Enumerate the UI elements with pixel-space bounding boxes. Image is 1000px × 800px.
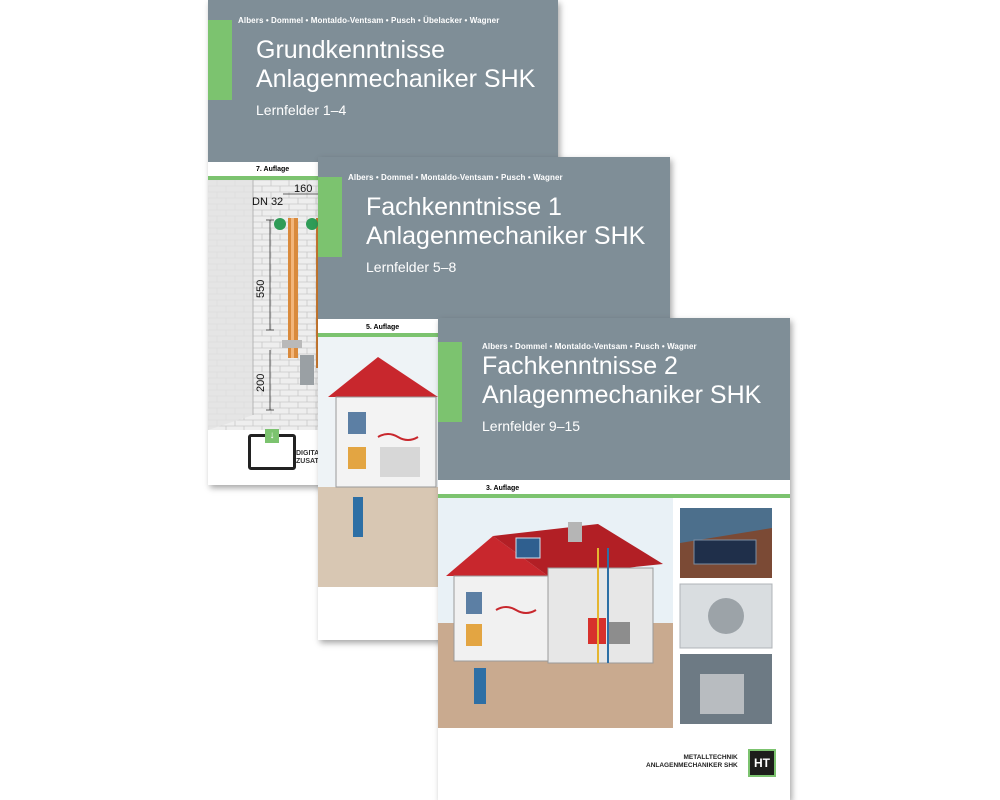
digital-label: DIGITAL ZUSATZ (296, 450, 324, 466)
cover-header: Albers • Dommel • Montaldo-Ventsam • Pus… (438, 318, 790, 480)
book-title: Grundkenntnisse Anlagenmechaniker SHK Le… (256, 36, 536, 118)
authors: Albers • Dommel • Montaldo-Ventsam • Pus… (482, 342, 697, 351)
accent-line (438, 494, 790, 498)
accent-bar (208, 20, 232, 100)
house-heating-illustration (438, 498, 790, 728)
book-title: Fachkenntnisse 1 Anlagenmechaniker SHK L… (366, 193, 646, 275)
edition-badge: 3. Auflage (482, 484, 524, 493)
dimension-pipe: DN 32 (252, 196, 283, 208)
authors: Albers • Dommel • Montaldo-Ventsam • Pus… (348, 173, 563, 182)
publisher-logo: HT (748, 749, 776, 777)
edition-badge: 5. Auflage (362, 323, 404, 332)
dimension-top: 160 (294, 183, 312, 195)
dimension-bottom: 200 (255, 374, 267, 392)
accent-bar (318, 177, 342, 257)
dimension-height: 550 (255, 280, 267, 298)
book-title: Fachkenntnisse 2 Anlagenmechaniker SHK L… (482, 352, 762, 434)
series-label: METALLTECHNIK ANLAGENMECHANIKER SHK (646, 754, 738, 770)
cover-header: Albers • Dommel • Montaldo-Ventsam • Pus… (208, 0, 558, 162)
cover-header: Albers • Dommel • Montaldo-Ventsam • Pus… (318, 157, 670, 319)
digital-icon: ↓ (248, 429, 296, 470)
accent-bar (438, 342, 462, 422)
authors: Albers • Dommel • Montaldo-Ventsam • Pus… (238, 16, 500, 25)
edition-badge: 7. Auflage (252, 165, 294, 174)
book-cover-fachkenntnisse-2: Albers • Dommel • Montaldo-Ventsam • Pus… (438, 318, 790, 800)
